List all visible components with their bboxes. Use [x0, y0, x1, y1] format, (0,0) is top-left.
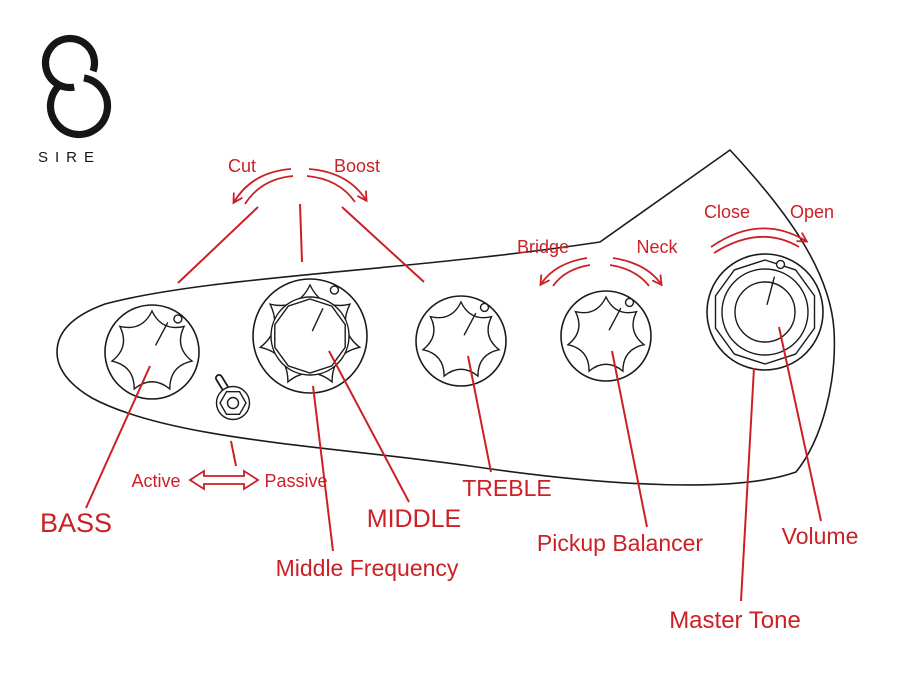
cut-arrow-inner	[244, 175, 294, 205]
middle-label: MIDDLE	[367, 505, 461, 533]
open-label: Open	[790, 202, 834, 222]
volume-label: Volume	[782, 523, 859, 549]
bass-knob-pointer	[155, 322, 169, 346]
treble-callout-line	[467, 355, 492, 473]
bridge-neck-annotation: Bridge Neck	[517, 237, 679, 287]
close-open-arrow-inner	[713, 236, 800, 254]
bass-knob	[104, 304, 200, 400]
volume-knob-pointer	[766, 276, 775, 305]
pickup-balancer-pointer	[608, 307, 622, 331]
switch-lead-line	[230, 440, 237, 467]
master-tone-callout-line	[740, 367, 755, 602]
volume-top-knob-inner	[734, 281, 796, 343]
passive-label: Passive	[264, 471, 327, 491]
pickup-balancer-knurl	[566, 295, 646, 373]
bridge-label: Bridge	[517, 237, 569, 257]
bass-knob-knurl	[110, 309, 194, 391]
boost-label: Boost	[334, 156, 380, 176]
treble-label: TREBLE	[462, 475, 551, 501]
middle-top-knob-knurl	[274, 298, 346, 374]
cut-arrow	[232, 168, 292, 205]
control-plate-outline	[56, 148, 836, 486]
pickup-balancer-callout-line	[611, 350, 648, 528]
logo-top-loop	[41, 34, 99, 92]
pickup-balancer-nub	[624, 297, 635, 308]
logo-bottom-loop	[46, 73, 112, 139]
master-tone-ring-knurl	[714, 259, 816, 365]
bass-callout-line	[85, 365, 151, 509]
bridge-arrow-inner	[552, 264, 591, 287]
middle-knob-nub	[329, 285, 340, 295]
neck-arrow-inner	[609, 264, 650, 287]
sire-logo: SIRE	[38, 34, 112, 166]
bridge-arrow	[539, 257, 588, 287]
bass-label: BASS	[40, 508, 112, 538]
volume-callout-line	[778, 326, 822, 522]
neck-arrow	[612, 257, 663, 287]
active-passive-annotation: Active Passive	[131, 440, 328, 491]
treble-knob-knurl	[421, 300, 501, 378]
cut-boost-annotation: Cut Boost	[177, 156, 425, 284]
active-passive-double-arrow	[188, 469, 260, 491]
bass-knob-base	[104, 304, 200, 400]
pickup-balancer-label: Pickup Balancer	[537, 530, 704, 556]
boost-arrow-inner	[306, 175, 356, 203]
neck-label: Neck	[636, 237, 678, 257]
close-open-annotation: Close Open	[704, 202, 834, 254]
cut-label: Cut	[228, 156, 256, 176]
treble-knob	[415, 295, 507, 387]
active-passive-switch	[215, 374, 251, 421]
master-tone-label: Master Tone	[669, 607, 801, 634]
active-label: Active	[131, 471, 180, 491]
treble-knob-nub	[479, 302, 490, 313]
middle-top-knob	[270, 296, 350, 376]
boost-arrow	[308, 168, 368, 203]
cut-boost-lead-middle	[299, 203, 303, 263]
middle-callout-line	[328, 350, 410, 503]
cut-boost-lead-bass	[177, 206, 259, 284]
cut-boost-lead-treble	[341, 206, 425, 283]
volume-knob-nub	[775, 259, 786, 270]
treble-knob-base	[415, 295, 507, 387]
volume-master-tone-knob	[706, 253, 824, 371]
control-callouts: BASS MIDDLE Middle Frequency TREBLE Pick…	[40, 326, 859, 634]
treble-knob-pointer	[463, 312, 477, 336]
middle-knob-pointer	[311, 308, 324, 332]
logo-wordmark: SIRE	[38, 149, 101, 166]
pickup-balancer-knob	[560, 290, 652, 382]
middle-knob-base	[252, 278, 368, 394]
middle-stacked-knob	[252, 278, 368, 394]
close-open-arrow	[710, 227, 809, 248]
close-label: Close	[704, 202, 750, 222]
master-tone-ring	[706, 253, 824, 371]
middle-frequency-label: Middle Frequency	[276, 555, 459, 581]
pickup-balancer-base	[560, 290, 652, 382]
switch-shaft	[226, 396, 240, 410]
middle-frequency-callout-line	[312, 385, 334, 552]
bass-knob-nub	[173, 314, 183, 324]
